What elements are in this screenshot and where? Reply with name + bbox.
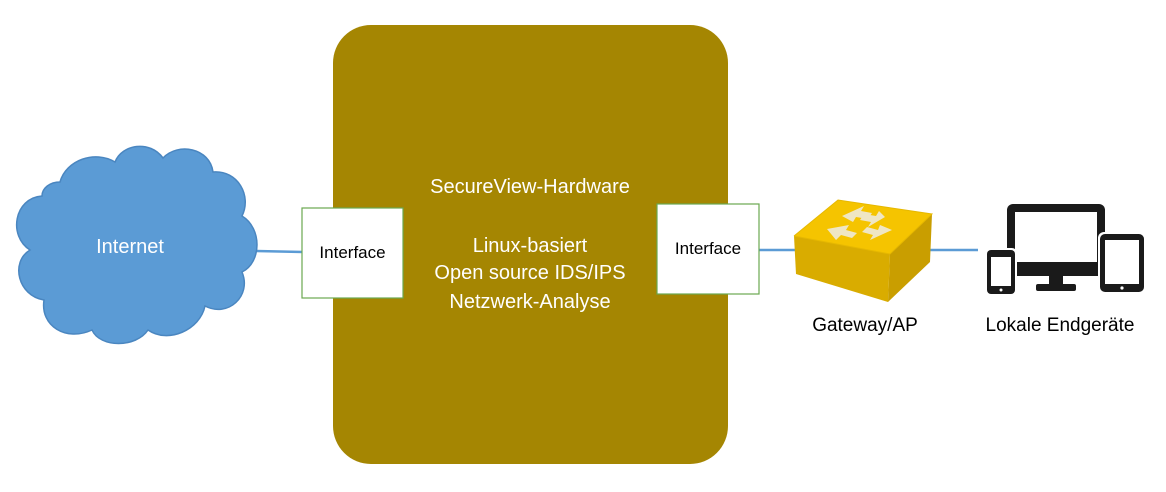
devices-label: Lokale Endgeräte — [985, 315, 1135, 336]
switch-arrows — [827, 206, 892, 240]
hardware-line-2: Open source IDS/IPS — [434, 262, 626, 284]
hardware-title: SecureView-Hardware — [430, 176, 630, 198]
devices-icon — [985, 204, 1146, 296]
link-internet-interface — [255, 249, 304, 254]
interface-right-box — [656, 203, 760, 295]
interface-right-label: Interface — [674, 239, 742, 258]
network-switch-icon — [793, 199, 934, 302]
gateway-label: Gateway/AP — [812, 315, 918, 336]
hardware-line-3: Netzwerk-Analyse — [449, 291, 611, 313]
hardware-line-1: Linux-basiert — [472, 235, 588, 257]
interface-left-label: Interface — [319, 243, 386, 262]
cloud-label: Internet — [96, 236, 164, 258]
hardware-box — [333, 25, 728, 464]
cloud-icon — [15, 145, 258, 345]
interface-left-box — [301, 207, 404, 299]
